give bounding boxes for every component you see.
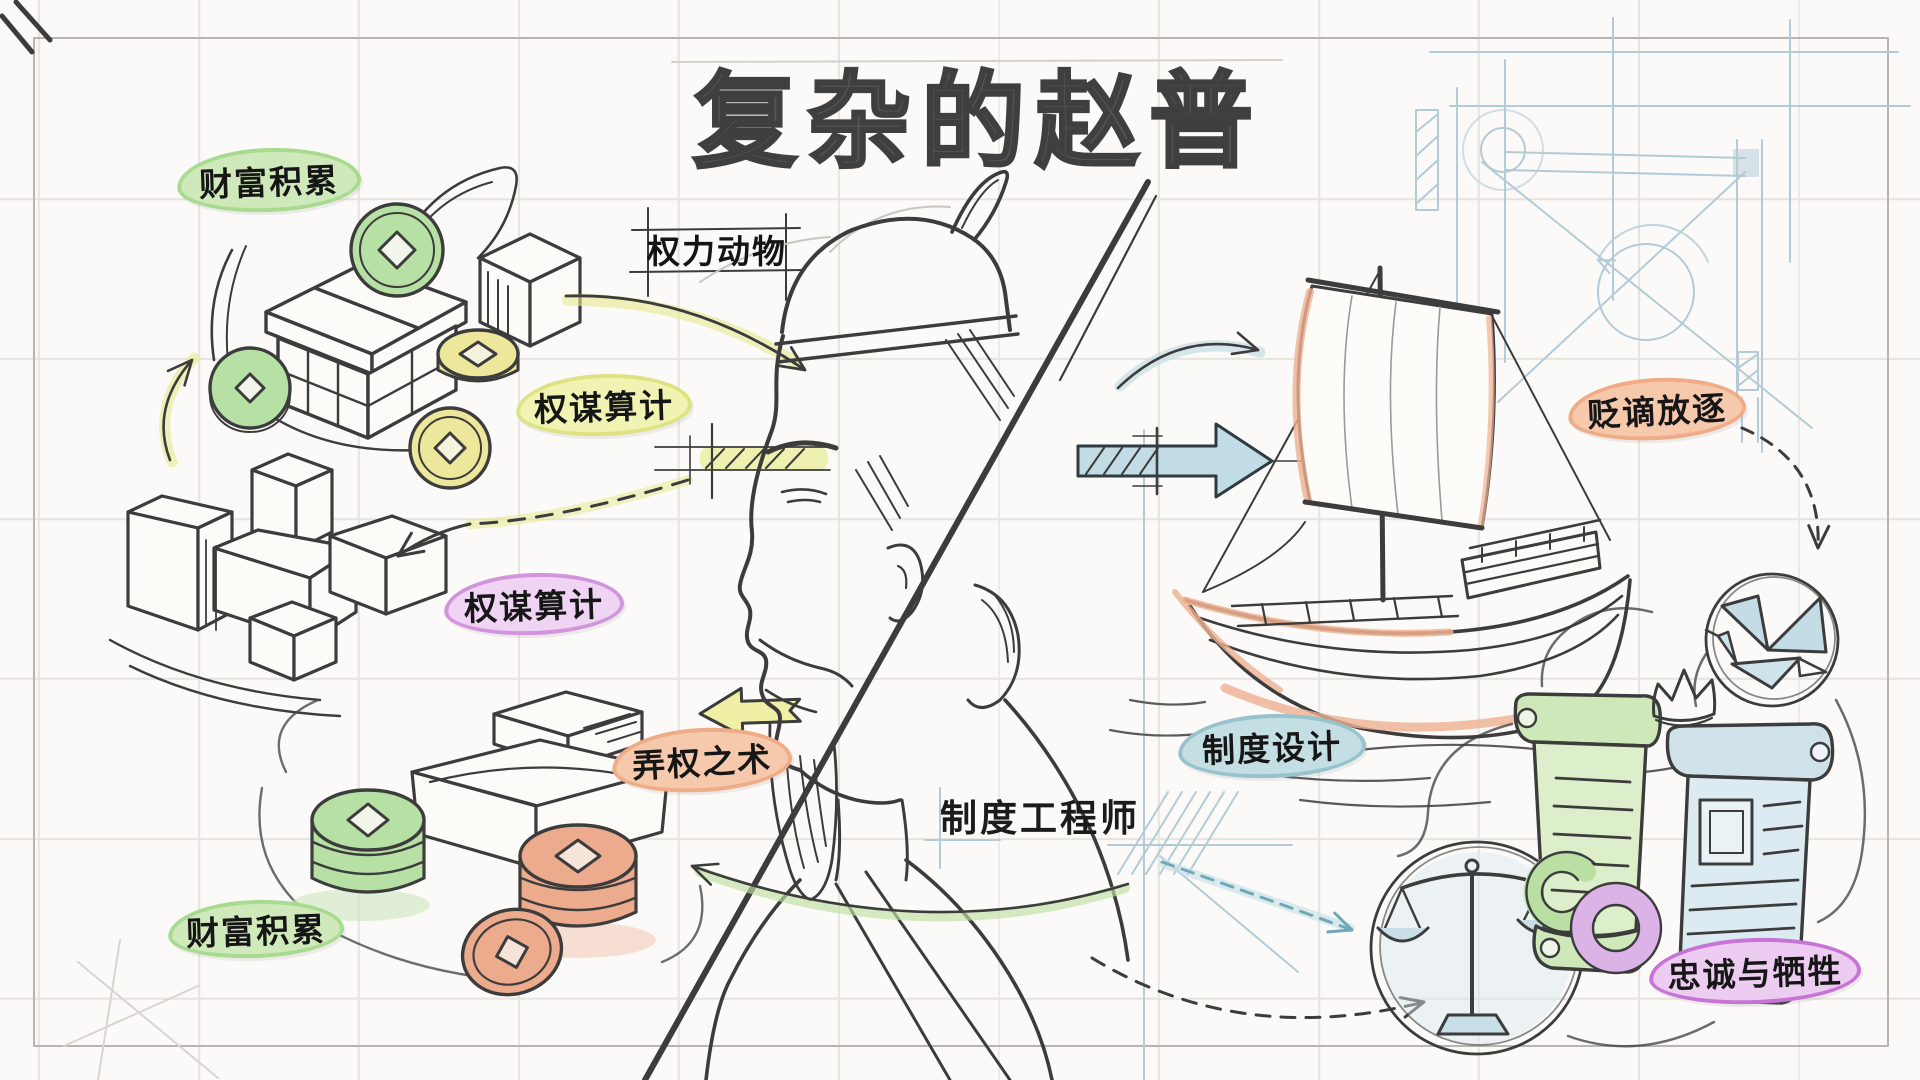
boat-sketch (1172, 265, 1632, 740)
power-animal-box (629, 207, 805, 301)
blueprint-sketch (924, 17, 1911, 1080)
coin-green-large (349, 202, 445, 298)
badge-label: 权谋算计 (463, 585, 605, 628)
arrow-cycle-left-up (159, 352, 200, 468)
badge-label: 财富积累 (185, 910, 327, 953)
arrow-green-swoosh (690, 862, 1130, 922)
diagram-title: 复杂的赵普 (691, 63, 1264, 182)
badge-label: 弄权之术 (631, 740, 774, 785)
coin-yellow-round (408, 406, 492, 490)
arrow-teal-dashed (1159, 859, 1355, 934)
label-power-animal: 权力动物 (642, 226, 792, 272)
badge-label: 权谋算计 (533, 386, 675, 429)
coin-orange-leaning (460, 907, 564, 997)
arrow-dashed-exile (1740, 426, 1831, 550)
coin-stack-orange (500, 823, 656, 958)
interlocked-rings-sketch (1523, 850, 1663, 975)
box-pile-sketch (108, 452, 448, 718)
arrow-yellow-to-head (562, 293, 807, 372)
arrow-curve-to-boat (1114, 331, 1266, 392)
label-text: 权力动物 (647, 233, 787, 270)
arrow-dashed-to-boxes (396, 475, 693, 558)
coin-yellow-flat (436, 328, 520, 383)
coin-green-small (208, 346, 292, 433)
corner-pencil-bottom-left (63, 939, 219, 1080)
coin-stack-green (290, 788, 430, 921)
badge-label: 财富积累 (198, 161, 340, 204)
corner-pencil-marks (0, 0, 53, 55)
crates-sketch (410, 690, 670, 870)
badge-label: 制度设计 (1201, 727, 1343, 770)
badge-label: 忠诚与牺牲 (1666, 951, 1844, 996)
zhao-pu-portrait (642, 169, 1158, 1080)
origami-crane-sketch (1704, 572, 1840, 708)
small-cube-sketch (478, 232, 582, 348)
connector-arcs (1396, 606, 1867, 1048)
badge-label: 贬谪放逐 (1586, 389, 1729, 434)
frame-border (33, 37, 1889, 1047)
label-institution-engineer: 制度工程师 (940, 798, 1140, 839)
crown-sketch (1652, 668, 1717, 727)
arrow-dashed-bottom (1090, 956, 1426, 1019)
